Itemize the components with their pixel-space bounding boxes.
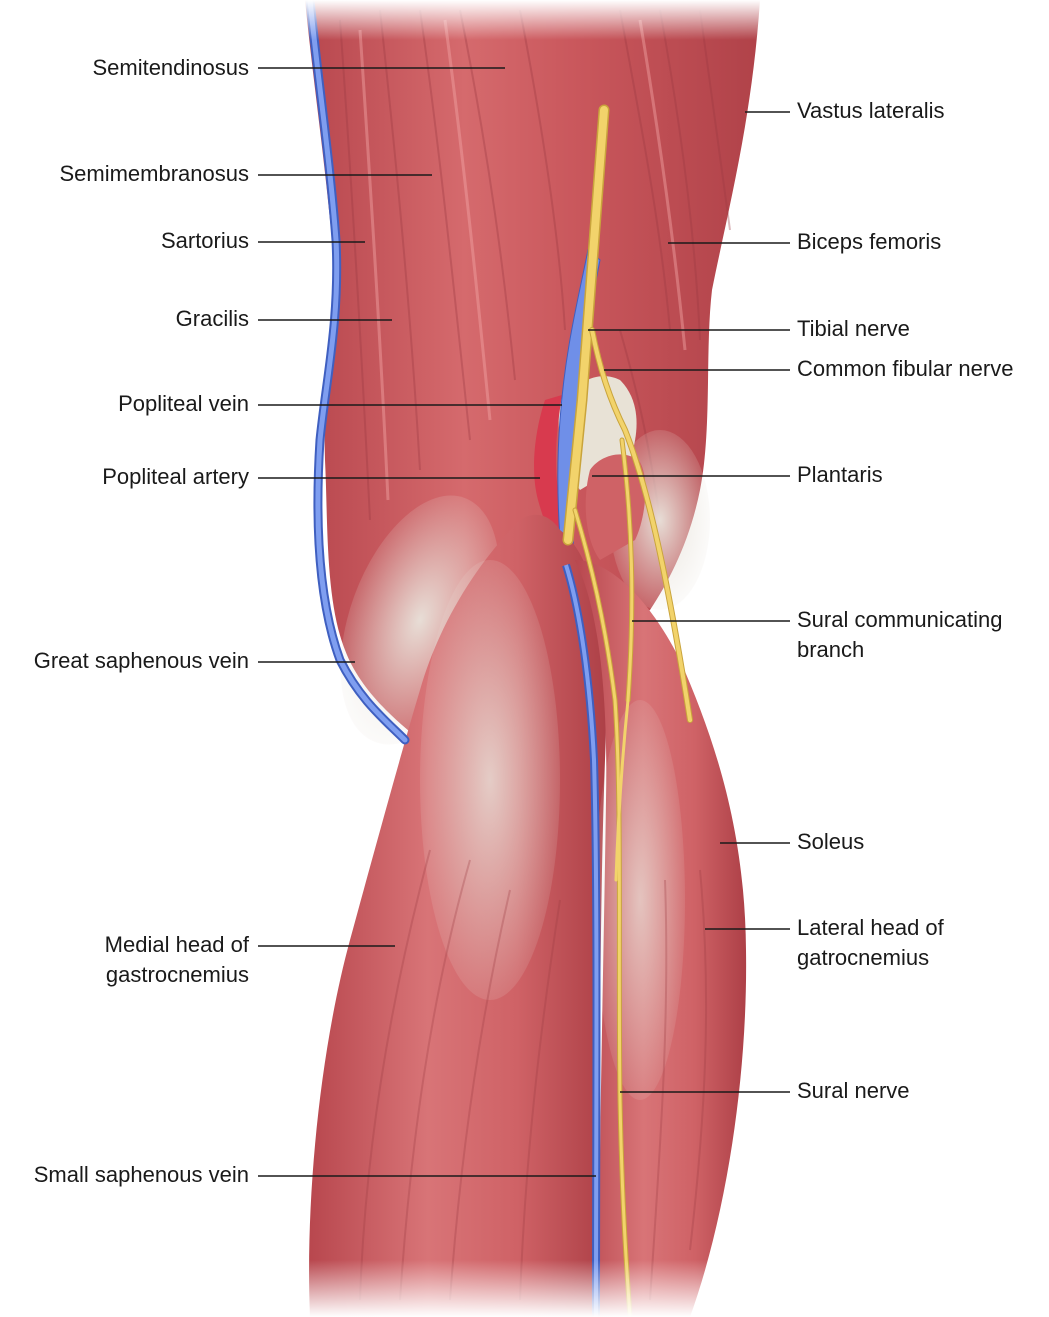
label-line: Popliteal artery bbox=[102, 464, 249, 489]
top-fade bbox=[280, 0, 780, 40]
label-sural-communicating-branch: Sural communicating branch bbox=[797, 605, 1002, 665]
label-line: Sartorius bbox=[160, 228, 249, 253]
label-line: Soleus bbox=[797, 829, 865, 854]
label-vastus-lateralis: Vastus lateralis bbox=[797, 96, 945, 126]
nerves bbox=[562, 104, 693, 1317]
calf-tendon-sheen-lateral bbox=[595, 700, 685, 1100]
label-line: gatrocnemius bbox=[797, 945, 930, 970]
label-sural-nerve: Sural nerve bbox=[797, 1076, 910, 1106]
label-common-fibular-nerve: Common fibular nerve bbox=[797, 354, 1013, 384]
label-line: Great saphenous vein bbox=[33, 648, 249, 673]
label-tibial-nerve: Tibial nerve bbox=[797, 314, 910, 344]
label-line: Popliteal vein bbox=[118, 391, 249, 416]
label-line: branch bbox=[797, 637, 865, 662]
calf-tendon-sheen-medial bbox=[420, 560, 560, 1000]
label-biceps-femoris: Biceps femoris bbox=[797, 227, 941, 257]
label-semitendinosus: Semitendinosus bbox=[92, 53, 249, 83]
label-line: Semitendinosus bbox=[92, 55, 249, 80]
label-line: Plantaris bbox=[797, 462, 883, 487]
label-line: Biceps femoris bbox=[797, 229, 942, 254]
label-line: Lateral head of bbox=[797, 915, 944, 940]
label-popliteal-vein: Popliteal vein bbox=[118, 389, 249, 419]
label-line: Gracilis bbox=[175, 306, 249, 331]
thigh-highlights bbox=[358, 19, 687, 501]
bottom-fade bbox=[280, 1260, 780, 1317]
small-saphenous-vein-highlight bbox=[564, 564, 599, 1317]
label-small-saphenous-vein: Small saphenous vein bbox=[34, 1160, 249, 1190]
thigh-striations bbox=[339, 9, 731, 521]
label-great-saphenous-vein: Great saphenous vein bbox=[34, 646, 249, 676]
label-semimembranosus: Semimembranosus bbox=[59, 159, 249, 189]
label-line: Sural nerve bbox=[797, 1078, 910, 1103]
label-line: Tibial nerve bbox=[797, 316, 910, 341]
label-line: Common fibular nerve bbox=[797, 356, 1014, 381]
label-line: gastrocnemius bbox=[105, 962, 249, 987]
label-sartorius: Sartorius bbox=[161, 226, 249, 256]
leader-lines bbox=[258, 67, 790, 1177]
label-plantaris: Plantaris bbox=[797, 460, 883, 490]
label-popliteal-artery: Popliteal artery bbox=[102, 462, 249, 492]
label-line: Medial head of bbox=[104, 932, 249, 957]
label-lateral-head-gastrocnemius: Lateral head of gatrocnemius bbox=[797, 913, 944, 973]
label-line: Small saphenous vein bbox=[33, 1162, 249, 1187]
great-saphenous-vein-highlight bbox=[307, 0, 408, 743]
label-soleus: Soleus bbox=[797, 827, 864, 857]
label-line: Semimembranosus bbox=[59, 161, 249, 186]
label-line: Vastus lateralis bbox=[797, 98, 945, 123]
calf-striations bbox=[359, 849, 708, 1301]
label-gracilis: Gracilis bbox=[176, 304, 249, 334]
label-line: Sural communicating bbox=[797, 607, 1003, 632]
label-medial-head-gastrocnemius: Medial head of gastrocnemius bbox=[105, 930, 249, 990]
